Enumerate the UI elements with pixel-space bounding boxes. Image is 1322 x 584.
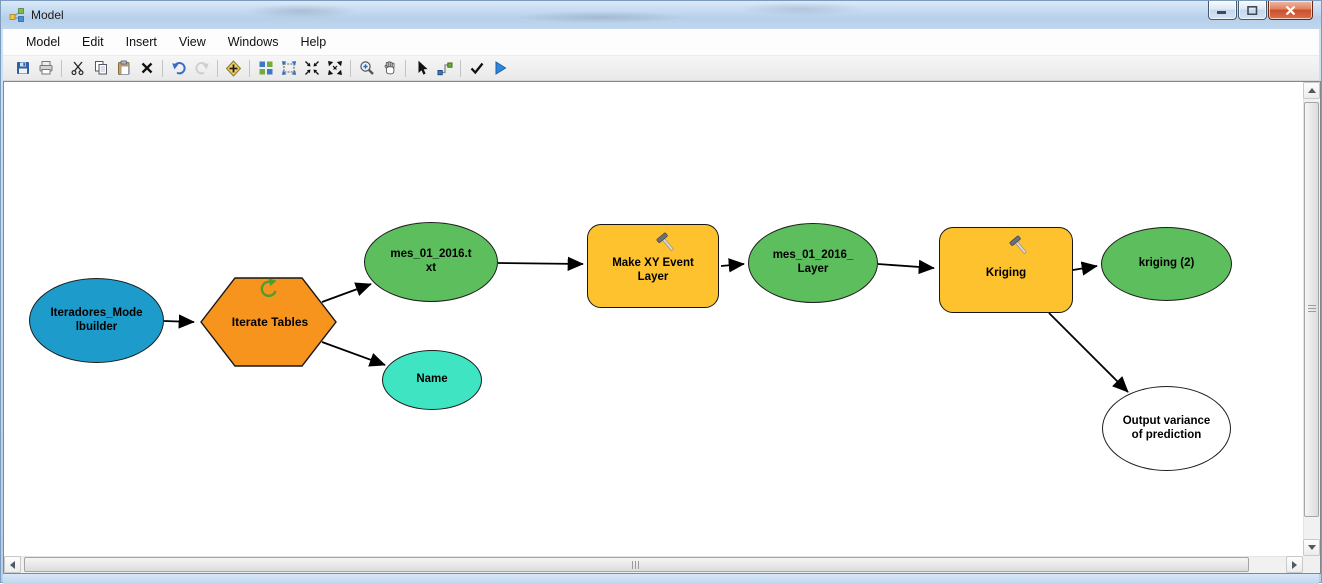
tool-hammer-icon xyxy=(1004,230,1030,261)
toolbar-separator xyxy=(460,59,461,77)
toolbar-separator xyxy=(405,59,406,77)
pan-icon[interactable] xyxy=(378,58,401,79)
edge-iteradores-to-iterate xyxy=(163,314,195,329)
menu-model[interactable]: Model xyxy=(26,35,61,49)
node-iterate-tables-label[interactable]: Iterate Tables xyxy=(214,296,326,348)
print-icon[interactable] xyxy=(34,58,57,79)
maximize-button[interactable] xyxy=(1238,1,1267,20)
fixed-zoom-out-icon[interactable] xyxy=(323,58,346,79)
auto-layout-icon[interactable] xyxy=(254,58,277,79)
titlebar[interactable]: Model xyxy=(1,1,1321,29)
add-data-icon[interactable] xyxy=(222,58,245,79)
save-icon[interactable] xyxy=(11,58,34,79)
copy-icon[interactable] xyxy=(89,58,112,79)
node-mes-01-2016-layer[interactable]: mes_01_2016_Layer xyxy=(748,223,878,303)
node-label: kriging (2) xyxy=(1138,257,1195,270)
toolbar-separator xyxy=(249,59,250,77)
toolbar-separator xyxy=(61,59,62,77)
vertical-scrollbar[interactable] xyxy=(1303,82,1320,556)
menu-insert[interactable]: Insert xyxy=(125,35,157,49)
window-title: Model xyxy=(31,8,64,22)
undo-icon[interactable] xyxy=(167,58,190,79)
horizontal-scroll-thumb[interactable] xyxy=(24,557,1249,572)
node-name[interactable]: Name xyxy=(382,350,482,410)
scrollbar-corner xyxy=(1303,556,1320,573)
node-label: Iteradores_Modelbuilder xyxy=(50,306,143,333)
fixed-zoom-in-icon[interactable] xyxy=(300,58,323,79)
run-icon[interactable] xyxy=(488,58,511,79)
node-iteradores-modelbuilder[interactable]: Iteradores_Modelbuilder xyxy=(29,278,164,363)
node-label: Make XY Event Layer xyxy=(612,257,694,283)
edge-mes-txt-to-makexy xyxy=(497,256,584,272)
edge-lines[interactable] xyxy=(163,256,1129,393)
node-label: Kriging xyxy=(985,267,1027,280)
node-make-xy-event-layer[interactable]: Make XY Event Layer xyxy=(587,224,719,308)
iterator-loop-icon xyxy=(260,278,277,298)
validate-icon[interactable] xyxy=(465,58,488,79)
cut-icon[interactable] xyxy=(66,58,89,79)
menu-edit[interactable]: Edit xyxy=(82,35,104,49)
node-iterate-tables-shape[interactable] xyxy=(200,277,337,367)
toolbar xyxy=(3,56,1319,81)
toolbar-separator xyxy=(162,59,163,77)
model-canvas[interactable]: Iteradores_Modelbuilder Iterate Tables m… xyxy=(4,82,1303,556)
scroll-down-button[interactable] xyxy=(1303,539,1320,556)
tool-hammer-icon xyxy=(651,227,677,258)
toolbar-separator xyxy=(217,59,218,77)
vertical-scroll-thumb[interactable] xyxy=(1304,102,1319,517)
scroll-up-button[interactable] xyxy=(1303,82,1320,99)
node-label: Output variance of prediction xyxy=(1122,414,1211,441)
modelbuilder-app-icon xyxy=(9,7,25,23)
node-kriging-2[interactable]: kriging (2) xyxy=(1101,227,1232,301)
menubar: Model Edit Insert View Windows Help xyxy=(3,29,1319,56)
node-label: mes_01_2016.txt xyxy=(390,248,472,274)
select-icon[interactable] xyxy=(410,58,433,79)
menu-view[interactable]: View xyxy=(178,35,206,49)
edge-kriging-to-kriging2 xyxy=(1072,261,1098,276)
edge-iterate-to-name xyxy=(321,341,386,367)
node-output-variance-of-prediction[interactable]: Output variance of prediction xyxy=(1102,386,1231,471)
window-bottom-frame xyxy=(3,574,1319,584)
node-mes-01-2016-txt[interactable]: mes_01_2016.txt xyxy=(364,222,498,302)
horizontal-scrollbar[interactable] xyxy=(4,556,1303,573)
node-label: Name xyxy=(416,373,448,386)
model-canvas-area: Iteradores_Modelbuilder Iterate Tables m… xyxy=(3,81,1321,574)
edge-kriging-to-variance xyxy=(1048,312,1129,393)
diagram-edges-layer xyxy=(163,256,1129,393)
minimize-button[interactable] xyxy=(1208,1,1237,20)
connect-icon[interactable] xyxy=(433,58,456,79)
close-button[interactable] xyxy=(1268,1,1313,20)
scroll-left-button[interactable] xyxy=(4,556,21,573)
edge-iterate-to-mes-txt xyxy=(321,282,372,303)
node-label: Iterate Tables xyxy=(231,314,309,329)
full-extent-icon[interactable] xyxy=(277,58,300,79)
toolbar-separator xyxy=(350,59,351,77)
edge-mes-layer-to-kriging xyxy=(877,259,935,275)
node-kriging[interactable]: Kriging xyxy=(939,227,1073,313)
delete-icon[interactable] xyxy=(135,58,158,79)
menu-windows[interactable]: Windows xyxy=(227,35,279,49)
paste-icon[interactable] xyxy=(112,58,135,79)
node-label: mes_01_2016_Layer xyxy=(772,249,854,275)
menu-help[interactable]: Help xyxy=(300,35,327,49)
redo-icon[interactable] xyxy=(190,58,213,79)
zoom-icon[interactable] xyxy=(355,58,378,79)
edge-makexy-to-mes-layer xyxy=(720,258,745,273)
scroll-right-button[interactable] xyxy=(1286,556,1303,573)
